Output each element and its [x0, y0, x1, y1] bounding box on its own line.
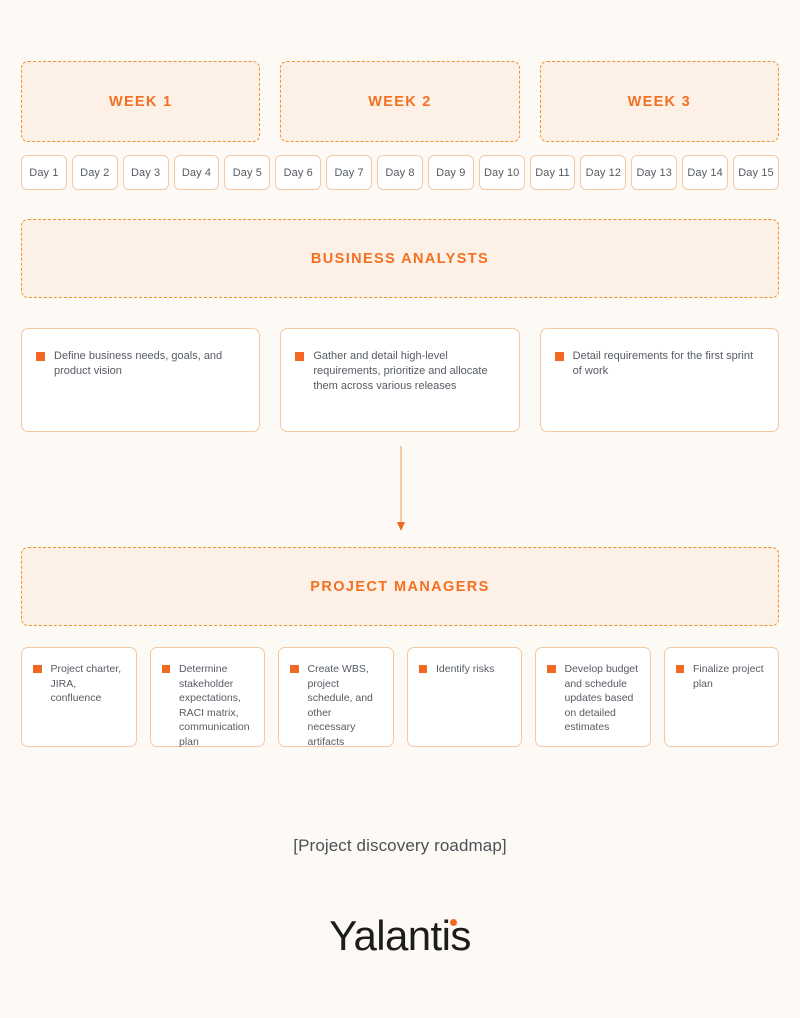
business-analysts-cards: Define business needs, goals, and produc…: [21, 328, 779, 432]
day-label: Day 7: [334, 166, 364, 179]
card-item: Define business needs, goals, and produc…: [36, 349, 245, 379]
day-chip: Day 8: [377, 155, 423, 190]
day-label: Day 5: [232, 166, 262, 179]
day-chip: Day 6: [275, 155, 322, 190]
day-chip: Day 11: [529, 155, 576, 190]
logo-text: Yalantis: [329, 912, 471, 959]
week-box-2: WEEK 2: [280, 61, 520, 142]
day-chip: Day 12: [580, 155, 627, 190]
day-label: Day 12: [585, 166, 622, 179]
bullet-square-icon: [290, 664, 299, 673]
business-analysts-band: BUSINESS ANALYSTS: [21, 219, 779, 298]
logo-dot-icon: [449, 919, 457, 926]
pm-card: Project charter, JIRA, confluence: [21, 647, 137, 747]
days-row: Day 1 Day 2 Day 3 Day 4 Day 5 Day 6 Day …: [21, 155, 779, 190]
day-chip: Day 9: [427, 155, 474, 190]
bullet-square-icon: [161, 664, 170, 673]
card-text: Project charter, JIRA, confluence: [50, 663, 122, 704]
ba-card: Define business needs, goals, and produc…: [21, 328, 261, 432]
day-chip: Day 3: [122, 155, 169, 190]
bullet-square-icon: [554, 352, 564, 361]
card-item: Determine stakeholder expectations, RACI…: [161, 662, 254, 749]
project-managers-cards: Project charter, JIRA, confluence Determ…: [21, 647, 779, 749]
day-chip: Day 10: [478, 155, 525, 190]
bullet-square-icon: [675, 664, 684, 673]
bullet-square-icon: [547, 664, 556, 673]
weeks-row: WEEK 1 WEEK 2 WEEK 3: [21, 61, 779, 142]
pm-card: Identify risks: [406, 647, 522, 747]
card-text: Detail requirements for the first sprint…: [572, 350, 754, 378]
card-item: Identify risks: [418, 662, 511, 677]
card-text: Gather and detail high-level requirement…: [313, 350, 488, 393]
business-analysts-label: BUSINESS ANALYSTS: [310, 250, 490, 267]
card-item: Detail requirements for the first sprint…: [554, 349, 764, 379]
day-chip: Day 5: [224, 155, 271, 190]
card-text: Define business needs, goals, and produc…: [54, 350, 223, 378]
day-label: Day 3: [131, 166, 161, 179]
day-chip: Day 15: [733, 155, 779, 190]
pm-card: Create WBS, project schedule, and other …: [278, 647, 394, 749]
day-label: Day 8: [385, 166, 415, 179]
brand-logo: Yalantis: [0, 912, 800, 960]
day-chip: Day 2: [71, 155, 118, 190]
project-managers-label: PROJECT MANAGERS: [310, 578, 490, 595]
day-label: Day 1: [29, 166, 59, 179]
card-text: Develop budget and schedule updates base…: [564, 663, 639, 733]
week-box-1: WEEK 1: [21, 61, 261, 142]
week-box-3: WEEK 3: [539, 61, 779, 142]
arrow-line: [399, 446, 402, 525]
logo-wrap: Yalantis: [329, 912, 471, 960]
bullet-square-icon: [33, 664, 42, 673]
week-label: WEEK 1: [108, 93, 173, 110]
card-item: Project charter, JIRA, confluence: [33, 662, 125, 706]
day-chip: Day 14: [682, 155, 729, 190]
day-label: Day 11: [535, 166, 570, 179]
bullet-square-icon: [36, 352, 45, 361]
card-text: Create WBS, project schedule, and other …: [307, 663, 373, 748]
day-chip: Day 4: [173, 155, 220, 190]
day-label: Day 9: [436, 166, 466, 179]
arrow-head: [396, 522, 405, 531]
bullet-square-icon: [295, 352, 305, 361]
pm-card: Determine stakeholder expectations, RACI…: [149, 647, 265, 749]
card-item: Develop budget and schedule updates base…: [547, 662, 639, 735]
card-text: Identify risks: [436, 663, 495, 675]
figure-caption: [Project discovery roadmap]: [293, 836, 507, 855]
day-chip: Day 1: [21, 155, 67, 190]
day-label: Day 6: [283, 166, 313, 179]
pm-card: Finalize project plan: [663, 647, 779, 747]
ba-card: Gather and detail high-level requirement…: [280, 328, 520, 432]
card-text: Determine stakeholder expectations, RACI…: [179, 663, 250, 748]
card-item: Gather and detail high-level requirement…: [295, 349, 504, 395]
week-label: WEEK 2: [368, 93, 432, 110]
day-label: Day 14: [687, 166, 723, 179]
day-chip: Day 13: [631, 155, 678, 190]
project-managers-band: PROJECT MANAGERS: [21, 547, 779, 626]
bullet-square-icon: [418, 664, 427, 673]
ba-card: Detail requirements for the first sprint…: [539, 328, 779, 432]
day-chip: Day 7: [326, 155, 373, 190]
down-arrow-icon: [396, 446, 406, 536]
pm-card: Develop budget and schedule updates base…: [535, 647, 651, 747]
card-item: Finalize project plan: [675, 662, 768, 691]
card-text: Finalize project plan: [693, 663, 764, 690]
week-label: WEEK 3: [627, 93, 692, 110]
card-item: Create WBS, project schedule, and other …: [290, 662, 382, 749]
day-label: Day 10: [483, 166, 520, 179]
day-label: Day 15: [738, 166, 774, 179]
day-label: Day 4: [181, 166, 212, 179]
day-label: Day 2: [80, 166, 110, 179]
day-label: Day 13: [636, 166, 672, 179]
